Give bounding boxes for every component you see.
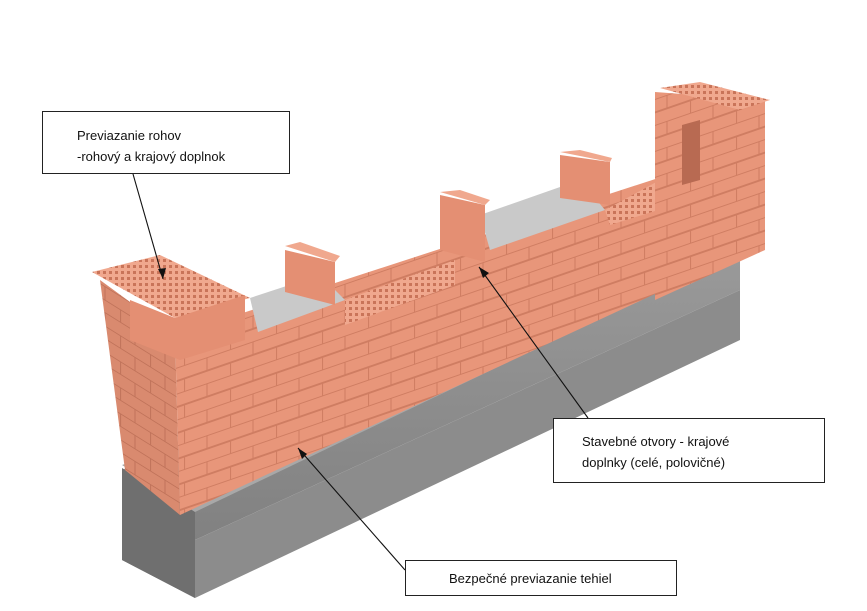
foundation-front-face <box>195 290 740 598</box>
callout-corner-line2: -rohový a krajový doplnok <box>77 149 226 164</box>
wall-front <box>175 145 760 515</box>
corner-block <box>130 295 245 360</box>
callout-corner-bonding: Previazanie rohov -rohový a krajový dopl… <box>42 111 290 174</box>
leader-corner <box>132 173 164 280</box>
leader-lines <box>132 173 589 571</box>
callout-brick-bond: Bezpečné previazanie tehiel <box>405 560 677 596</box>
callout-openings-line1: Stavebné otvory - krajové <box>582 434 730 449</box>
top-course <box>345 260 455 325</box>
leader-corner-arrow <box>158 268 166 279</box>
corner-top <box>92 255 250 318</box>
brick-wall <box>92 82 770 515</box>
right-pier-opening <box>682 120 700 185</box>
upright-brick-3 <box>560 155 610 205</box>
upright-brick-1-top <box>285 242 340 262</box>
callout-bond-line1: Bezpečné previazanie tehiel <box>449 571 612 586</box>
callout-corner-line1: Previazanie rohov <box>77 128 182 143</box>
callout-building-openings: Stavebné otvory - krajové doplnky (celé,… <box>553 418 825 483</box>
upright-brick-2-top <box>440 190 490 205</box>
upright-brick-3-top <box>560 150 612 162</box>
leader-openings <box>478 266 589 419</box>
leader-openings-arrow <box>479 267 489 278</box>
leader-bond <box>297 447 406 571</box>
leader-bond-arrow <box>298 448 307 459</box>
upright-brick-1 <box>285 250 335 305</box>
upright-brick-2 <box>440 195 485 262</box>
right-pier-top <box>660 82 770 110</box>
callout-openings-line2: doplnky (celé, polovičné) <box>582 455 726 470</box>
foundation-front <box>122 250 740 598</box>
right-pier-front <box>655 92 765 300</box>
